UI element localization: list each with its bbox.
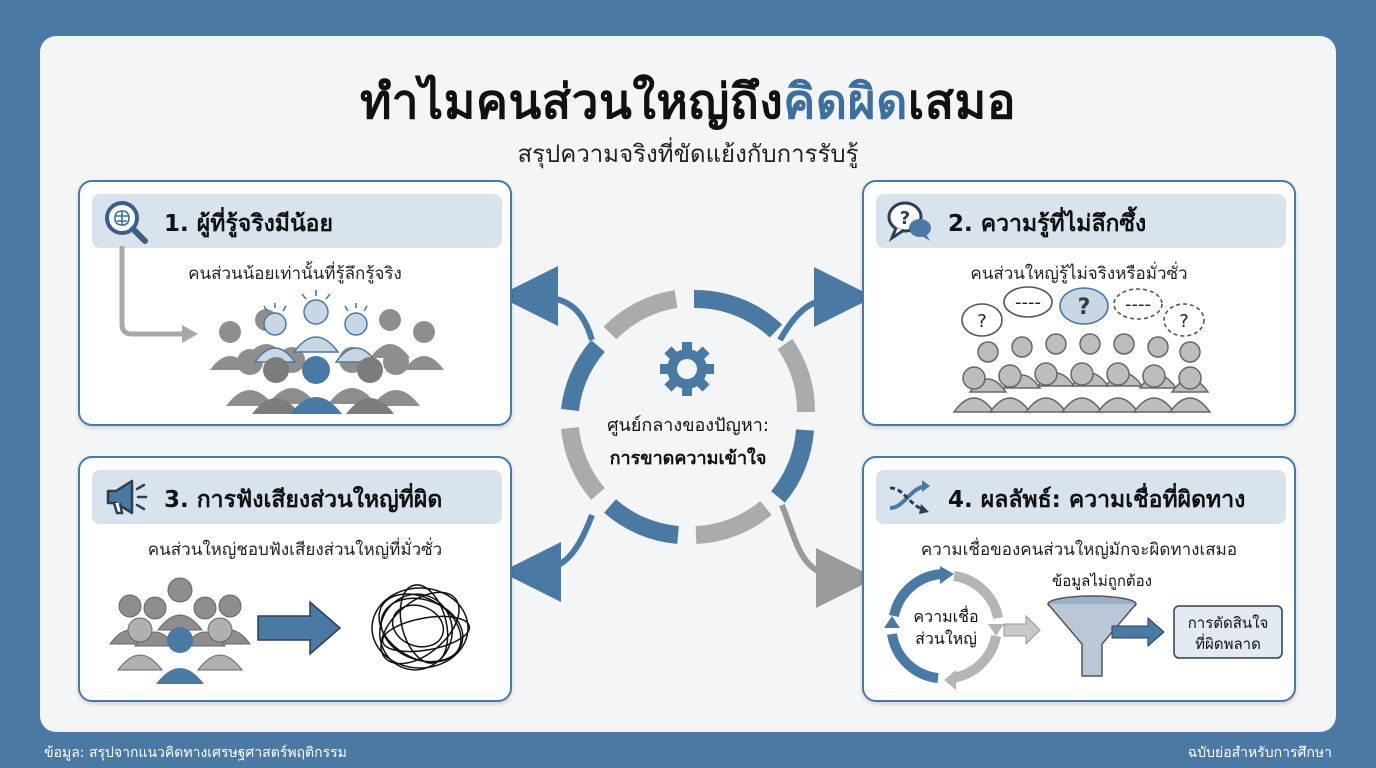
ring-segment <box>770 429 814 503</box>
ring-segment <box>561 340 605 412</box>
panel-few-experts: 1. ผู้ที่รู้จริงมีน้อย คนส่วนน้อยเท่านั้… <box>78 180 512 426</box>
panel-3-title: 3. การฟังเสียงส่วนใหญ่ที่ผิด <box>164 487 443 513</box>
ring-segment <box>561 426 605 500</box>
decision-label-line-1: การตัดสินใจ <box>1188 614 1269 632</box>
panel-4-header: 4. ผลลัพธ์: ความเชื่อที่ผิดทาง <box>876 470 1286 524</box>
footer-edition: ฉบับย่อสำหรับการศึกษา <box>1187 745 1332 761</box>
question-bubble-icon: ? <box>887 201 931 242</box>
tangled-scribble <box>371 584 471 671</box>
ring-segment <box>693 289 783 338</box>
bubble-text: ? <box>977 311 987 332</box>
footer-source: ข้อมูล: สรุปจากแนวคิดทางเศรษฐศาสตร์พฤติก… <box>44 745 347 761</box>
panel-4-title: 4. ผลลัพธ์: ความเชื่อที่ผิดทาง <box>948 487 1246 513</box>
magnifier-brain-icon <box>105 201 148 244</box>
page-subtitle: สรุปความจริงที่ขัดแย้งกับการรับรู้ <box>517 140 859 168</box>
cycle-label-line-2: ส่วนใหญ่ <box>915 629 977 648</box>
megaphone-icon <box>106 479 148 515</box>
crowd-few-experts-illustration <box>119 246 444 414</box>
crowd-confused-illustration: ? ---- ? ---- ? <box>952 286 1212 413</box>
ring-segment <box>695 500 772 544</box>
panel-1-header: 1. ผู้ที่รู้จริงมีน้อย <box>92 194 502 248</box>
panel-1-description: คนส่วนน้อยเท่านั้นที่รู้ลึกรู้จริง <box>188 264 402 284</box>
panel-wrong-beliefs: 4. ผลลัพธ์: ความเชื่อที่ผิดทาง ความเชื่อ… <box>862 456 1296 702</box>
arrow-to-panel-1 <box>498 266 595 341</box>
bubble-text: ? <box>1179 311 1189 332</box>
ring-segment <box>603 290 678 340</box>
belief-funnel-diagram: ความเชื่อ ส่วนใหญ่ ข้อมูลไม่ถูกต้อง การต… <box>884 566 1283 690</box>
arrow-to-panel-3 <box>501 513 595 602</box>
panel-3-header: 3. การฟังเสียงส่วนใหญ่ที่ผิด <box>92 470 502 524</box>
center-label-line-2: การขาดความเข้าใจ <box>609 448 767 469</box>
center-label: ศูนย์กลางของปัญหา: การขาดความเข้าใจ <box>563 410 813 472</box>
panel-2-description: คนส่วนใหญ่รู้ไม่จริงหรือมั่วซั่ว <box>970 264 1188 284</box>
panel-shallow-knowledge: ? 2. ความรู้ที่ไม่ลึกซึ้ง คนส่วนใหญ่รู้ไ… <box>862 180 1296 426</box>
arrow-to-panel-2 <box>777 267 874 342</box>
ring-segment <box>777 338 816 413</box>
bubble-text: ---- <box>1125 294 1151 315</box>
gear-icon <box>660 342 714 396</box>
panel-3-description: คนส่วนใหญ่ชอบฟังเสียงส่วนใหญ่ที่มั่วซั่ว <box>147 540 443 560</box>
bubble-text: ? <box>1078 295 1091 320</box>
panel-2-title: 2. ความรู้ที่ไม่ลึกซึ้ง <box>948 211 1147 237</box>
decision-box <box>1173 605 1283 659</box>
arrow-to-panel-4 <box>779 503 876 608</box>
panel-4-description: ความเชื่อของคนส่วนใหญ่มักจะผิดทางเสมอ <box>920 540 1238 560</box>
title-part-1: ทำไมคนส่วนใหญ่ถึง <box>359 74 784 130</box>
panel-2-header: ? 2. ความรู้ที่ไม่ลึกซึ้ง <box>876 194 1286 248</box>
funnel-label: ข้อมูลไม่ถูกต้อง <box>1052 572 1152 590</box>
title-part-2: เสมอ <box>907 74 1017 130</box>
center-ring <box>561 289 816 544</box>
funnel-icon <box>1047 595 1137 677</box>
center-label-line-1: ศูนย์กลางของปัญหา: <box>607 415 769 436</box>
ring-segment <box>604 499 680 544</box>
panel-1-title: 1. ผู้ที่รู้จริงมีน้อย <box>164 211 333 237</box>
svg-text:?: ? <box>900 208 910 229</box>
cycle-label-line-1: ความเชื่อ <box>913 605 978 626</box>
page-title: ทำไมคนส่วนใหญ่ถึงคิดผิดเสมอ <box>0 64 1376 140</box>
crowd-to-chaos-illustration <box>109 577 471 684</box>
panel-listening-to-majority: 3. การฟังเสียงส่วนใหญ่ที่ผิด คนส่วนใหญ่ช… <box>78 456 512 702</box>
decision-label-line-2: ที่ผิดพลาด <box>1195 633 1261 653</box>
crossed-arrows-icon <box>889 480 930 514</box>
bubble-text: ---- <box>1015 292 1041 313</box>
title-highlight: คิดผิด <box>783 74 908 130</box>
